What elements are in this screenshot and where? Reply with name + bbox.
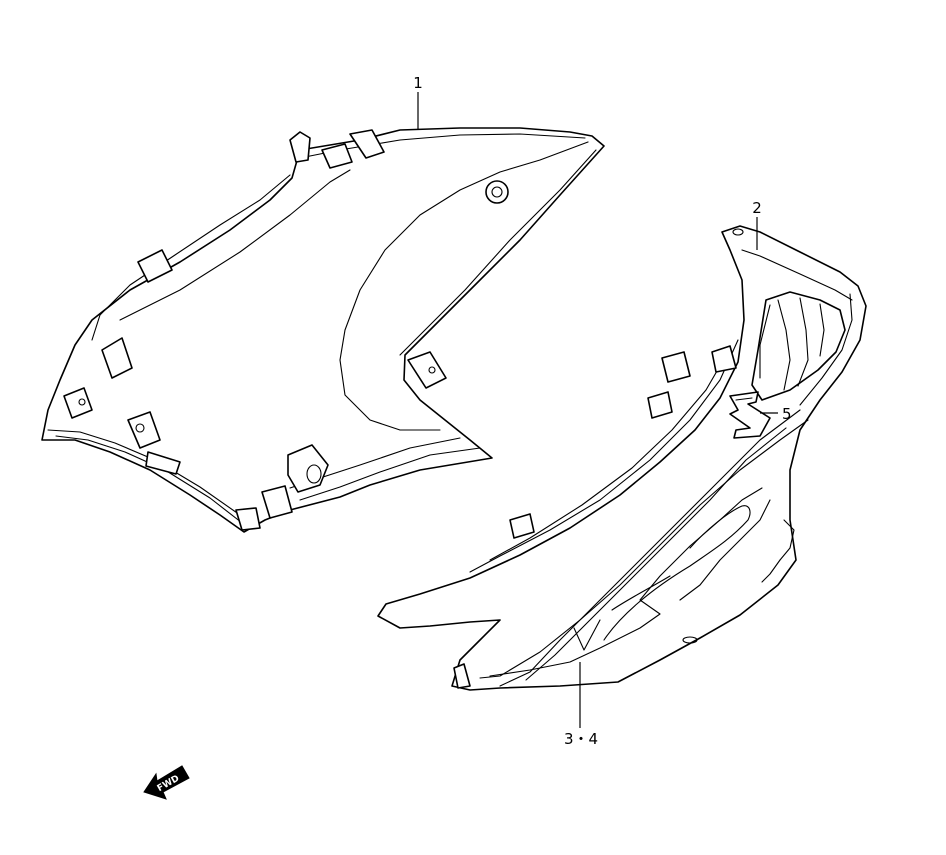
- callout-1: 1: [413, 74, 423, 130]
- callout-3-4-label: 3・4: [564, 730, 598, 748]
- emblem-badge[interactable]: [729, 391, 771, 439]
- callout-2-label: 2: [752, 199, 762, 217]
- fwd-arrow-icon: FWD: [143, 765, 190, 800]
- callout-3-4: 3・4: [564, 662, 598, 748]
- callout-2: 2: [752, 199, 762, 250]
- callout-1-label: 1: [413, 74, 423, 92]
- side-cover-left[interactable]: [41, 127, 605, 533]
- side-cover-right[interactable]: [377, 225, 867, 691]
- callout-5-label: 5: [782, 405, 792, 423]
- callout-5: 5: [760, 405, 792, 423]
